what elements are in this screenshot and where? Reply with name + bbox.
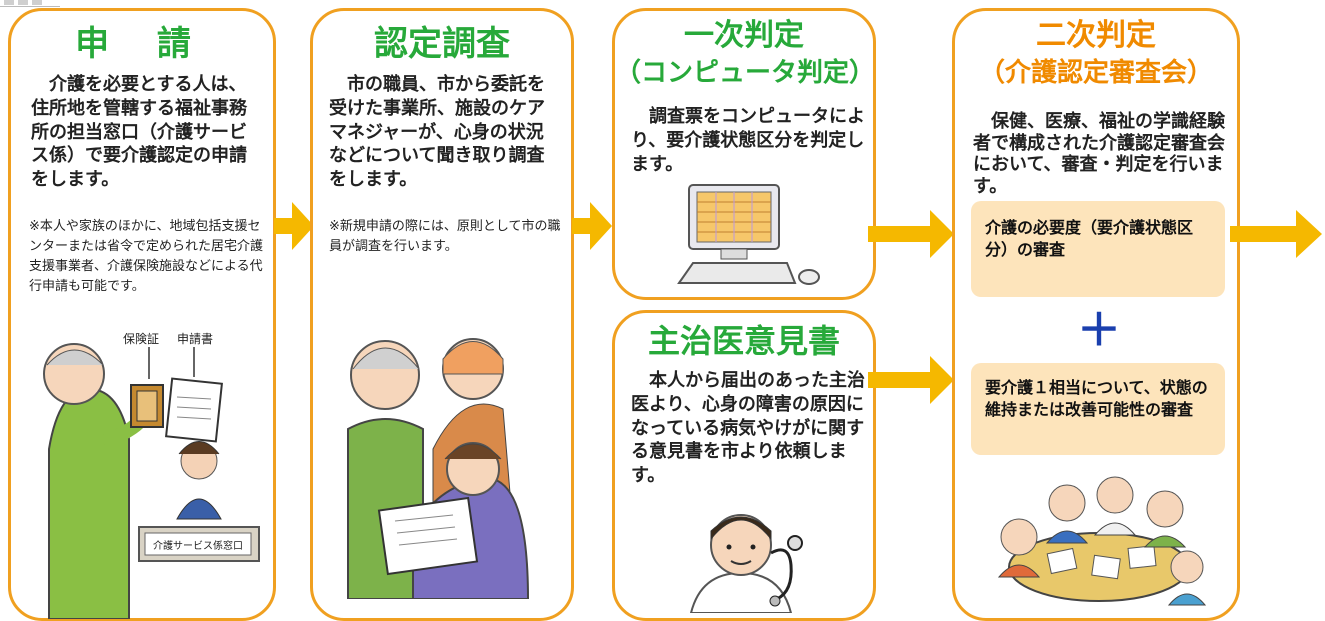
panel-note: ※新規申請の際には、原則として市の職員が調査を行います。 [329, 219, 561, 255]
panel-title: 主治医意見書 [647, 322, 840, 360]
application-form-label: 申請書 [177, 332, 213, 346]
panel-title: 二次判定 [1036, 18, 1156, 53]
computer-icon [677, 184, 820, 285]
panel-body: 介護を必要とする人は、住所地を管轄する福祉事務所の担当窓口（介護サービス係）で要… [31, 74, 247, 190]
counter-sign-label: 介護サービス係窓口 [153, 539, 243, 552]
panel-body: 本人から届出のあった主治医より、心身の障害の原因になっている病気やけがに関する意… [631, 370, 865, 486]
arrow-right-icon [868, 356, 954, 404]
panel-application: 申 請 介護を必要とする人は、住所地を管轄する福祉事務所の担当窓口（介護サービス… [8, 8, 276, 621]
arrow-right-icon [1230, 210, 1322, 258]
corner-mark [0, 0, 60, 7]
panel-subtitle: （コンピュータ判定） [615, 58, 876, 88]
review-box-care-level: 介護の必要度（要介護状態区分）の審査 [971, 201, 1225, 297]
panel-first-judgment: 一次判定 （コンピュータ判定） 調査票をコンピュータにより、要介護状態区分を判定… [612, 8, 876, 300]
survey-illustration [343, 329, 533, 599]
panel-title: 一次判定 [684, 18, 804, 53]
panel-title: 認定調査 [374, 24, 510, 64]
committee-illustration [997, 476, 1207, 606]
panel-body: 調査票をコンピュータにより、要介護状態区分を判定します。 [631, 106, 865, 175]
panel-note: ※本人や家族のほかに、地域包括支援センターまたは省令で定められた居宅介護支援事業… [29, 219, 264, 295]
panel-subtitle: （介護認定審査会） [978, 58, 1213, 88]
arrow-right-icon [868, 210, 954, 258]
panel-body: 保健、医療、福祉の学識経験者で構成された介護認定審査会において、審査・判定を行い… [973, 111, 1225, 197]
review-box-improvement: 要介護１相当について、状態の維持または改善可能性の審査 [971, 363, 1225, 455]
stethoscope-icon [689, 514, 803, 613]
insurance-card-label: 保険証 [123, 332, 159, 346]
panel-second-judgment: 二次判定 （介護認定審査会） 保健、医療、福祉の学識経験者で構成された介護認定審… [952, 8, 1240, 621]
arrow-right-icon [274, 202, 314, 250]
plus-icon: ＋ [1077, 305, 1121, 356]
panel-survey: 認定調査 市の職員、市から委託を受けた事業所、施設のケアマネジャーが、心身の状況… [310, 8, 574, 621]
applicant-illustration: 介護サービス係窓口 保険証 申請書 [43, 332, 260, 619]
arrow-right-icon [572, 202, 612, 250]
panel-doctor-opinion: 主治医意見書 本人から届出のあった主治医より、心身の障害の原因になっている病気や… [612, 310, 876, 621]
panel-title: 申 請 [75, 24, 209, 64]
panel-body: 市の職員、市から委託を受けた事業所、施設のケアマネジャーが、心身の状況などについ… [329, 74, 545, 190]
